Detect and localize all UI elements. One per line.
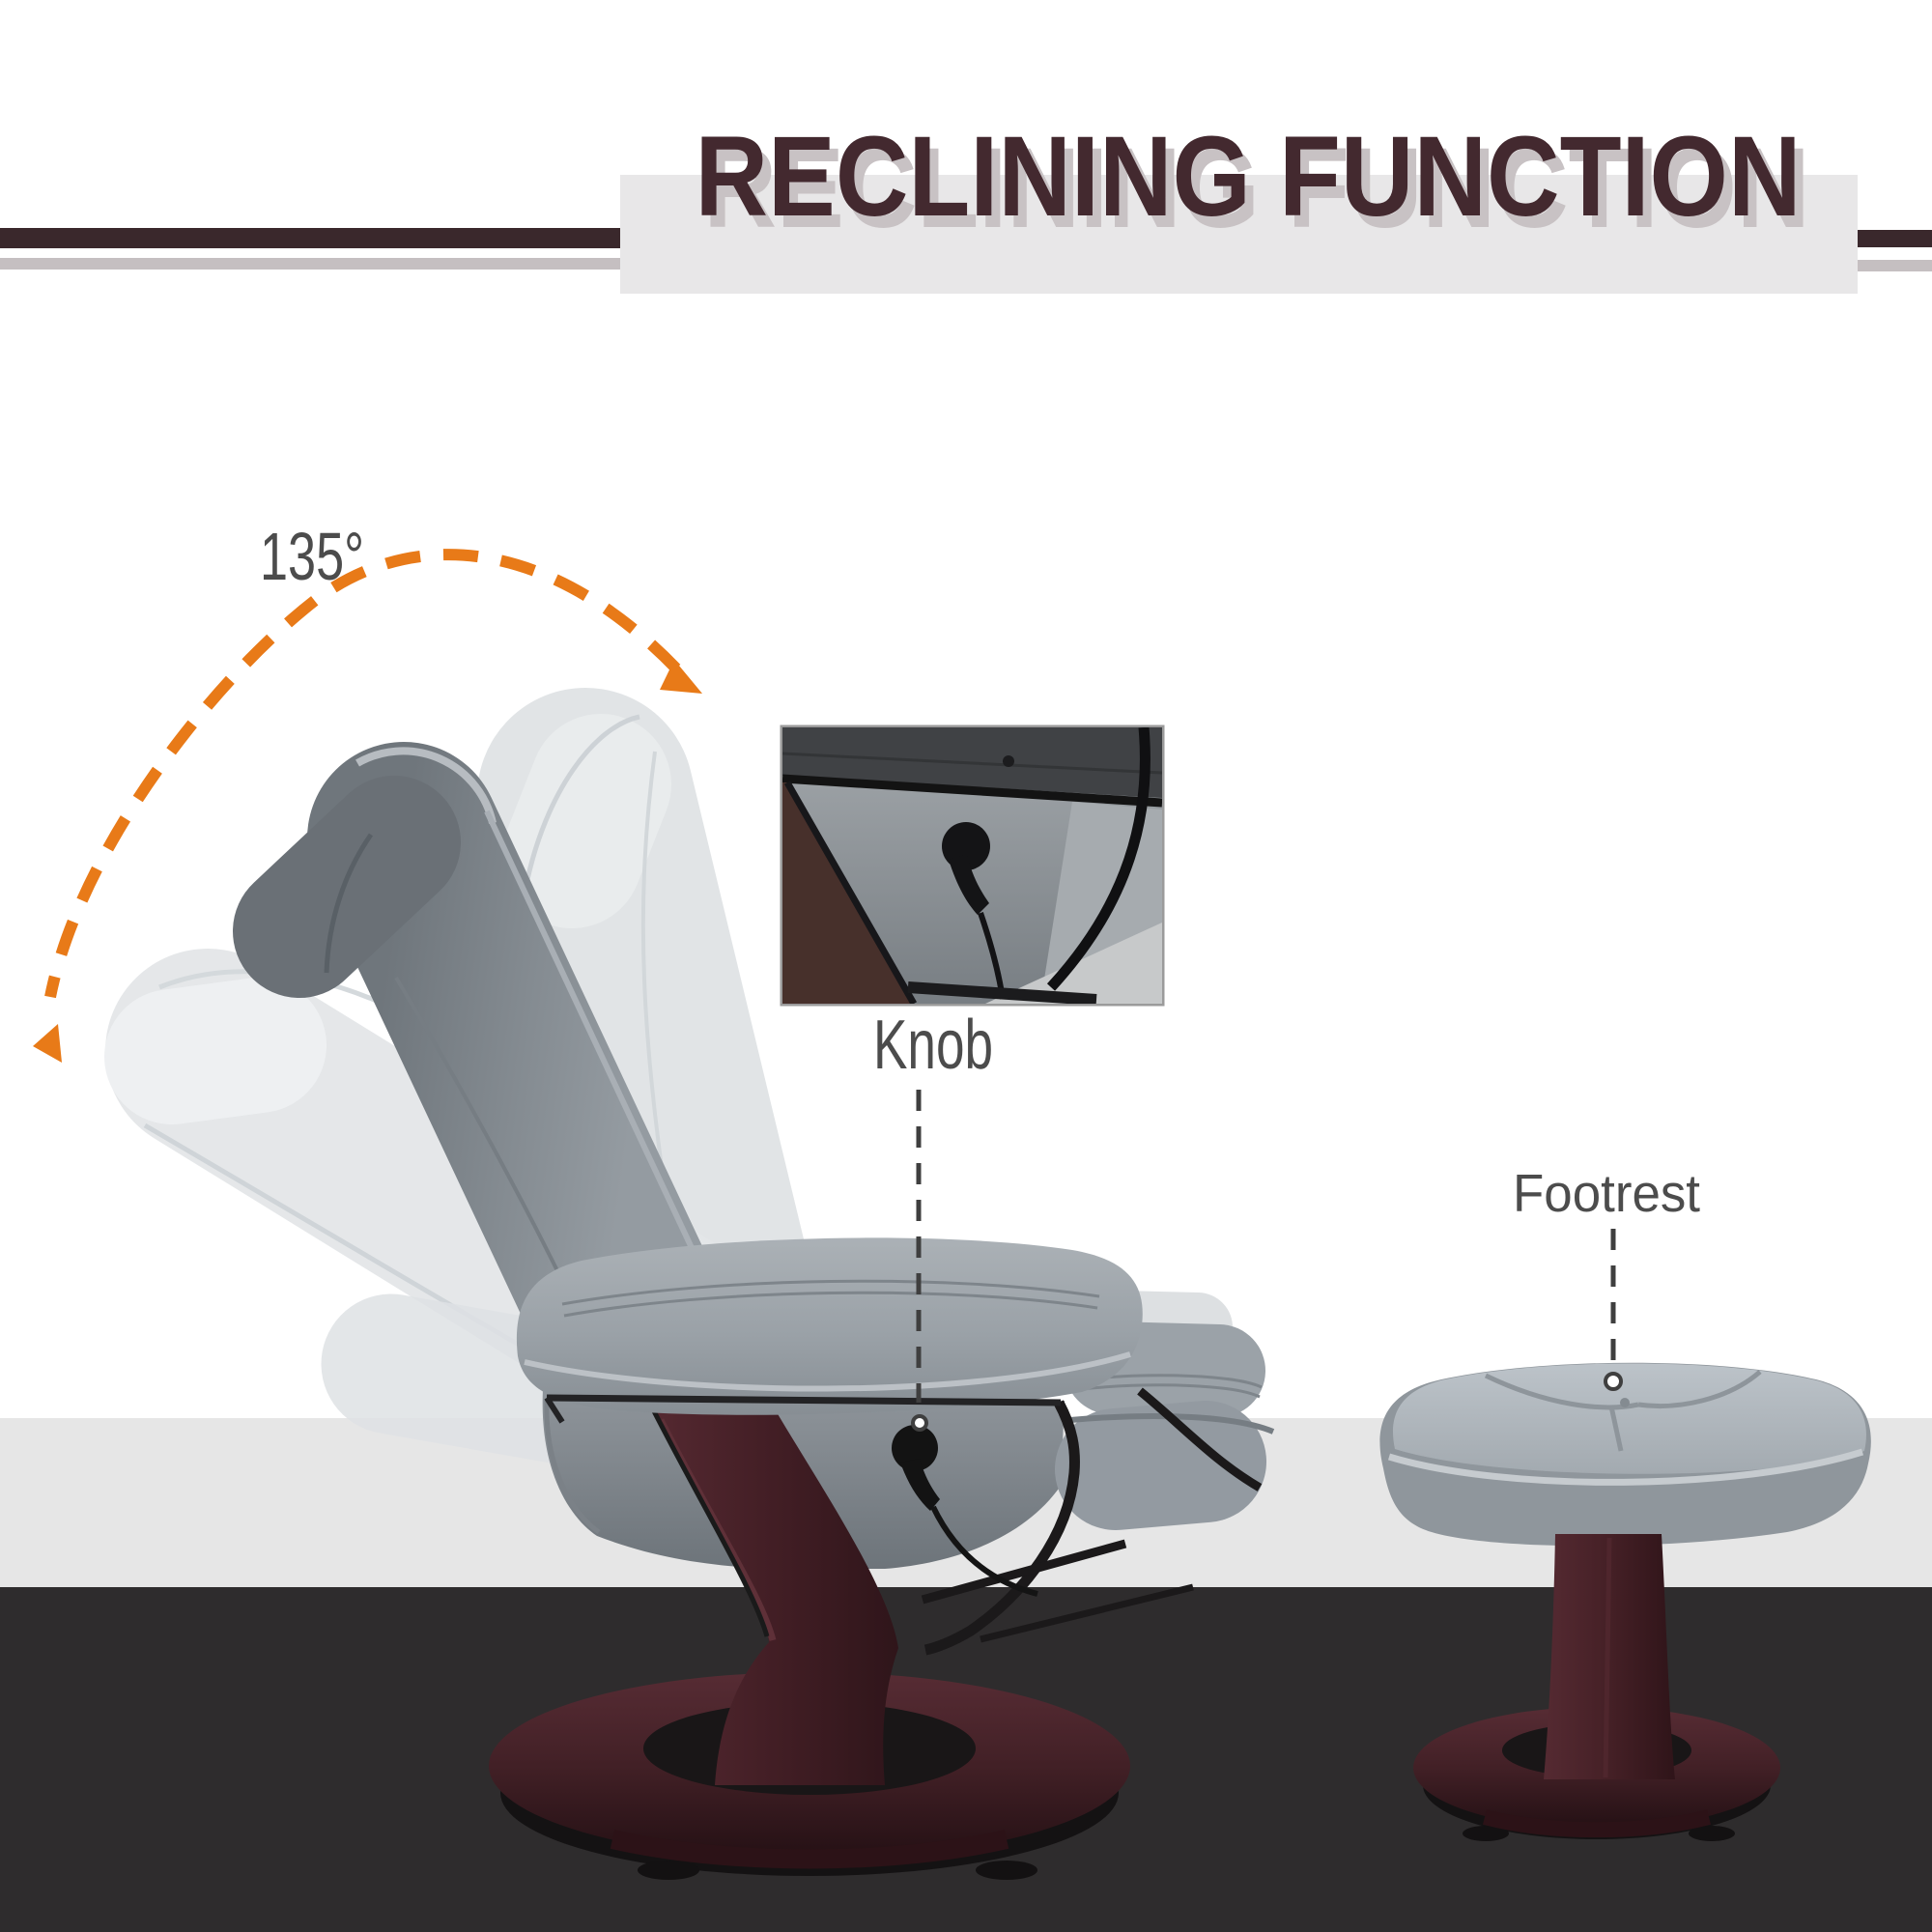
svg-text:RECLINING FUNCTION: RECLINING FUNCTION — [704, 125, 1810, 252]
svg-text:RECLINING FUNCTION: RECLINING FUNCTION — [696, 113, 1802, 241]
svg-text:Knob: Knob — [873, 1007, 993, 1084]
svg-text:135°: 135° — [260, 519, 364, 594]
svg-text:Footrest: Footrest — [1513, 1163, 1700, 1223]
